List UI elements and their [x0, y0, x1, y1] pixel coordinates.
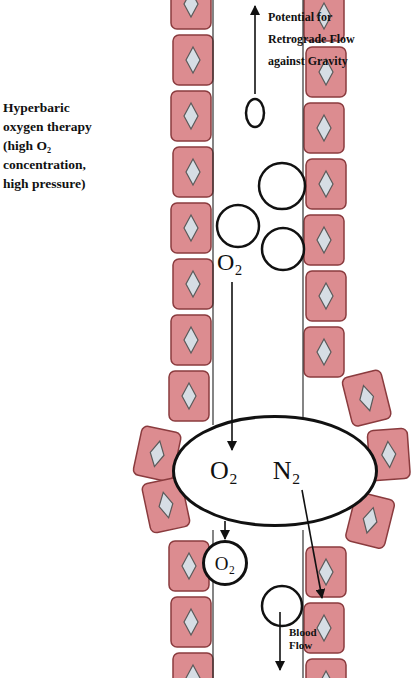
gas-bubble — [246, 99, 264, 127]
bubble-outline — [174, 417, 377, 526]
gas-bubble — [217, 205, 259, 247]
endothelial-cell — [304, 103, 344, 153]
oxygen-bubble: O₂ — [202, 540, 248, 586]
retrograde-arrow — [254, 6, 256, 94]
gas-bubble — [262, 228, 304, 270]
endothelial-cell — [304, 327, 344, 377]
endothelial-cell — [306, 659, 346, 678]
endothelial-cell — [341, 369, 392, 427]
endothelial-cell — [171, 597, 211, 647]
annotation-text: Blood Flow — [289, 626, 334, 652]
endothelial-cell — [306, 271, 346, 321]
node-text-holder: O₂ N₂ — [172, 415, 378, 527]
endothelial-cell — [306, 159, 346, 209]
endothelial-cell — [306, 547, 346, 597]
node-text-holder: O₂ — [202, 540, 248, 586]
gas-symbol: O₂ — [210, 458, 238, 484]
diffusion-arrow — [231, 282, 233, 450]
endothelial-cell — [304, 215, 344, 265]
diffusion-arrow — [224, 521, 226, 539]
gas-bubble — [259, 163, 305, 209]
endothelial-cell — [171, 0, 211, 29]
flow-arrow — [279, 612, 281, 670]
gas-bubble — [262, 586, 302, 626]
endothelial-cell — [171, 315, 211, 365]
vessel-wall-line — [212, 0, 213, 425]
endothelial-cell — [173, 35, 213, 85]
endothelial-cell — [173, 147, 213, 197]
endothelial-cell — [173, 653, 213, 678]
endothelial-cell — [171, 91, 211, 141]
annotation-text: Potential for Retrograde Flow against Gr… — [268, 6, 360, 72]
gas-symbol: O₂ — [217, 248, 257, 276]
gas-symbol: O₂ — [215, 554, 235, 573]
endothelial-cell — [169, 371, 209, 421]
gas-symbol: N₂ — [273, 458, 301, 484]
bubble-outline — [204, 542, 247, 585]
diffusion-arrow — [302, 490, 322, 598]
annotation-text: Hyperbaric oxygen therapy (high O₂ conce… — [3, 98, 113, 193]
endothelial-cell — [173, 259, 213, 309]
endothelial-cell — [171, 203, 211, 253]
gas-bubble: O₂ N₂ — [172, 415, 378, 527]
